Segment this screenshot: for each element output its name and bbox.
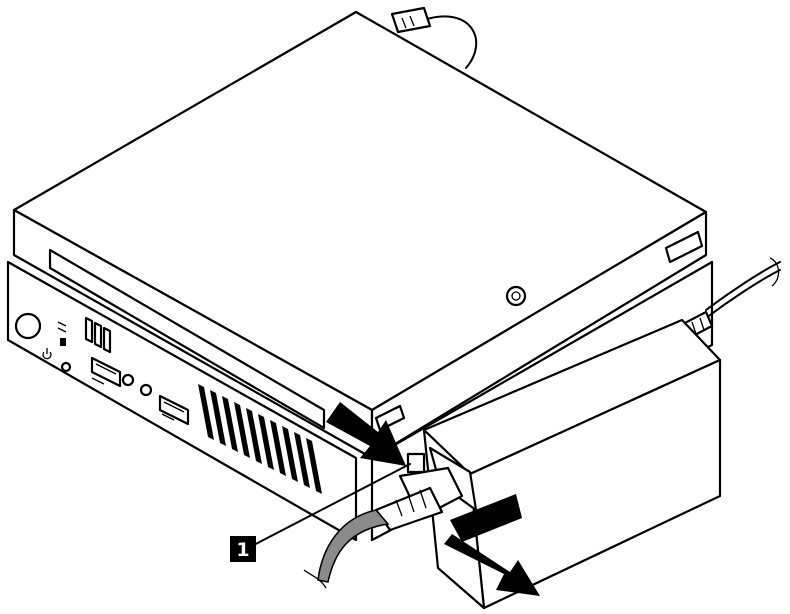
vent-grille: [198, 384, 322, 494]
power-icon: [42, 348, 52, 360]
power-button: [14, 312, 42, 340]
dc-power-plug: [303, 452, 464, 589]
pull-out-arrow-icon: [444, 494, 540, 596]
callout-leader: [247, 463, 411, 549]
callout-1: 1: [230, 536, 256, 562]
microphone-icon: [139, 383, 153, 397]
usb-port-1: [90, 356, 122, 388]
usb-port-2: [158, 394, 190, 426]
arrow-icon: [326, 402, 406, 466]
release-tab: [406, 452, 426, 474]
front-vents: [84, 316, 112, 354]
wifi-indicator-icon: [60, 361, 72, 373]
headphone-icon: [121, 373, 135, 387]
callout-1-label: 1: [236, 539, 249, 561]
screw-icon: [505, 285, 527, 307]
drive-activity-indicator: [60, 338, 66, 346]
rear-cable: [390, 6, 478, 69]
usb-icon: [91, 377, 175, 421]
